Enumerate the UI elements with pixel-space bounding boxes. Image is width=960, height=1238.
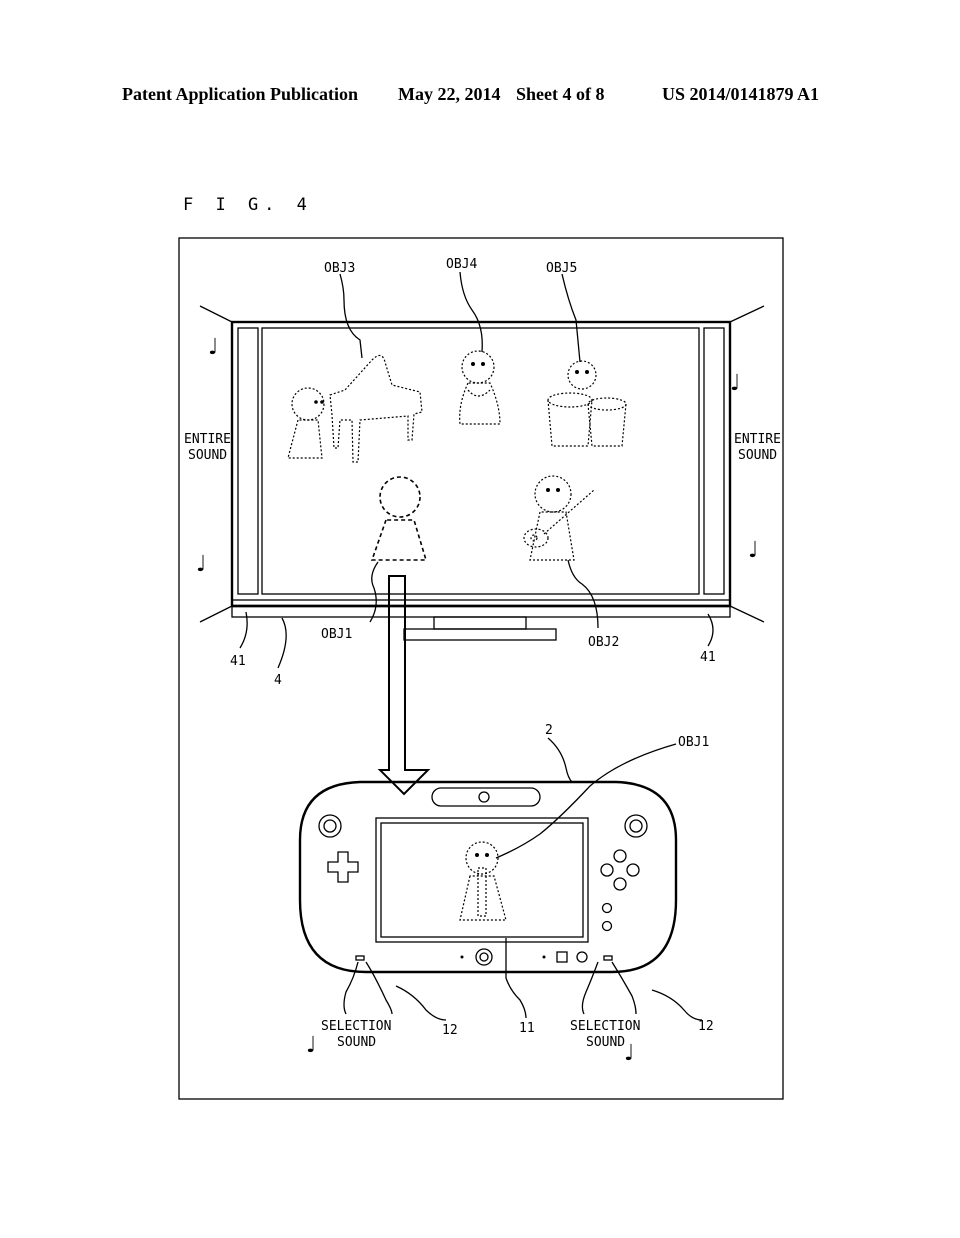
publication-title: Patent Application Publication [122, 84, 359, 104]
publication-date: May 22, 2014 [398, 84, 501, 104]
ref-11: 11 [519, 1021, 535, 1036]
monitor-screen [261, 327, 700, 595]
monitor [230, 320, 732, 641]
music-note-icon: ♩ [196, 552, 206, 577]
ref-4: 4 [274, 673, 282, 688]
terminal-lcd-frame [375, 817, 589, 943]
terminal-lcd [380, 822, 584, 938]
obj1-label: OBJ1 [321, 627, 352, 642]
sensor-bar [431, 787, 541, 807]
selection-sound-left-line2: SOUND [337, 1035, 376, 1050]
monitor-stand [433, 616, 527, 630]
dpad-icon [327, 851, 359, 883]
ref-41-right: 41 [700, 650, 716, 665]
entire-sound-left-line2: SOUND [188, 448, 227, 463]
selection-sound-right-line2: SOUND [586, 1035, 625, 1050]
music-note-icon: ♩ [208, 335, 218, 360]
obj5-bongo-player [547, 360, 627, 447]
obj5-label: OBJ5 [546, 261, 577, 276]
entire-sound-right-line2: SOUND [738, 448, 777, 463]
ref-2: 2 [545, 723, 553, 738]
figure-label: F I G. 4 [183, 195, 313, 215]
ref-12-left: 12 [442, 1023, 458, 1038]
obj4-flute-player [459, 350, 501, 425]
right-stick [624, 814, 648, 838]
entire-sound-right-line1: ENTIRE [734, 432, 781, 447]
obj4-label: OBJ4 [446, 257, 477, 272]
entire-sound-left-line1: ENTIRE [184, 432, 231, 447]
selection-sound-left-line1: SELECTION [321, 1019, 391, 1034]
music-note-icon: ♩ [730, 371, 740, 396]
music-note-icon: ♩ [624, 1041, 634, 1066]
obj2-label: OBJ2 [588, 635, 619, 650]
transfer-arrow [377, 575, 431, 796]
publication-number: US 2014/0141879 A1 [662, 84, 820, 104]
sheet-number: Sheet 4 of 8 [516, 84, 605, 104]
ref-41-left: 41 [230, 654, 246, 669]
monitor-base [403, 628, 557, 641]
selection-sound-right-line1: SELECTION [570, 1019, 640, 1034]
obj1-dashed [370, 476, 428, 561]
obj1-terminal-label: OBJ1 [678, 735, 709, 750]
ref-12-right: 12 [698, 1019, 714, 1034]
right-speaker [703, 327, 725, 595]
left-stick [318, 814, 342, 838]
music-note-icon: ♩ [306, 1033, 316, 1058]
obj2-guitar-player [523, 475, 595, 561]
music-note-icon: ♩ [748, 538, 758, 563]
figure-frame [178, 237, 784, 1100]
terminal-device [298, 780, 678, 974]
left-speaker [237, 327, 259, 595]
obj3-label: OBJ3 [324, 261, 355, 276]
obj3-pianist [287, 354, 423, 463]
terminal-speaker-left [355, 955, 365, 961]
obj1-on-terminal [459, 841, 507, 921]
terminal-speaker-right [603, 955, 613, 961]
